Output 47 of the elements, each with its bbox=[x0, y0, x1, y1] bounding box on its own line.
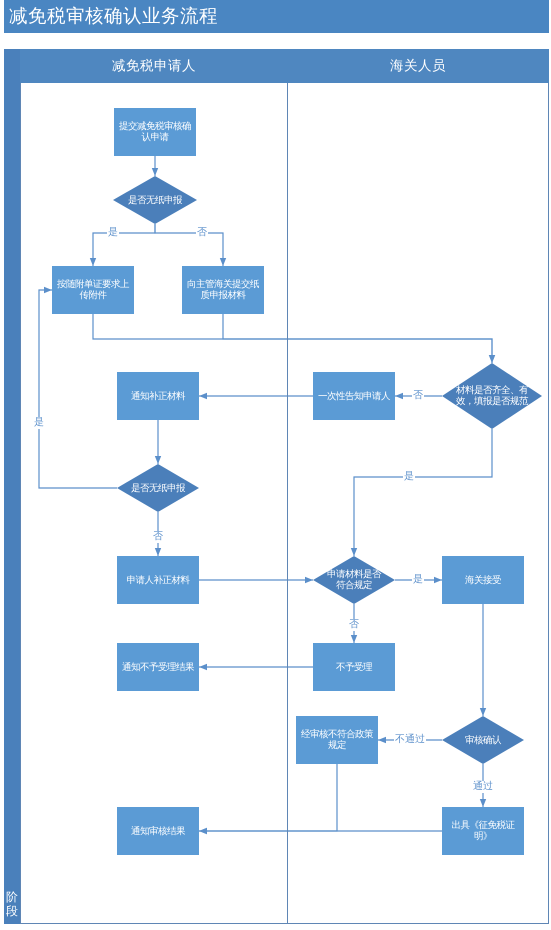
arrow bbox=[199, 576, 313, 584]
edge-label: 否 bbox=[348, 619, 360, 631]
arrow bbox=[154, 224, 226, 266]
process-box: 不予受理 bbox=[313, 643, 395, 691]
arrow bbox=[395, 392, 442, 400]
swimlane bbox=[20, 49, 288, 924]
decision-diamond: 申请材料是否符合规定 bbox=[313, 556, 395, 604]
arrow bbox=[222, 314, 496, 363]
edge-label: 是 bbox=[107, 227, 119, 239]
process-box: 经审核不符合政策规定 bbox=[296, 716, 378, 764]
edge-label: 否 bbox=[412, 390, 424, 402]
process-box: 一次性告知申请人 bbox=[313, 372, 395, 420]
decision-diamond: 材料是否齐全、有效，填报是否规范 bbox=[442, 363, 542, 429]
process-box: 按随附单证要求上传附件 bbox=[52, 266, 134, 314]
process-box: 通知补正材料 bbox=[117, 372, 199, 420]
process-box: 出具《征免税证明》 bbox=[442, 807, 524, 855]
arrow bbox=[154, 420, 162, 464]
process-box: 申请人补正材料 bbox=[117, 556, 199, 604]
edge-label: 是 bbox=[412, 574, 424, 586]
arrow bbox=[152, 156, 158, 176]
title-bar: 减免税审核确认业务流程 bbox=[4, 0, 549, 33]
arrow bbox=[395, 576, 442, 584]
edge-label: 否 bbox=[152, 531, 164, 543]
process-box: 海关接受 bbox=[442, 556, 524, 604]
decision-diamond: 是否无纸申报 bbox=[117, 464, 199, 512]
arrow bbox=[480, 604, 486, 716]
process-box: 提交减免税审核确认申请 bbox=[114, 108, 196, 156]
edge-label: 是 bbox=[33, 417, 45, 429]
arrow bbox=[480, 764, 486, 807]
arrow bbox=[199, 664, 313, 670]
process-box: 通知不予受理结果 bbox=[117, 643, 199, 691]
process-box: 向主管海关提交纸质申报材料 bbox=[182, 266, 264, 314]
decision-diamond: 审核确认 bbox=[442, 716, 524, 764]
decision-diamond: 是否无纸申报 bbox=[113, 176, 197, 224]
arrow bbox=[350, 429, 493, 556]
edge-label: 不通过 bbox=[394, 734, 426, 746]
lane-header: 减免税申请人 bbox=[20, 49, 288, 83]
lane-header: 海关人员 bbox=[287, 49, 549, 83]
swimlane bbox=[287, 49, 549, 924]
edge-label: 是 bbox=[403, 471, 415, 483]
arrow bbox=[199, 392, 313, 400]
phase-band: 阶段 bbox=[4, 49, 20, 924]
arrow bbox=[38, 286, 117, 489]
arrow bbox=[199, 828, 442, 834]
process-box: 通知审核结果 bbox=[117, 807, 199, 855]
edge-label: 通过 bbox=[472, 781, 494, 793]
edge-label: 否 bbox=[196, 227, 208, 239]
